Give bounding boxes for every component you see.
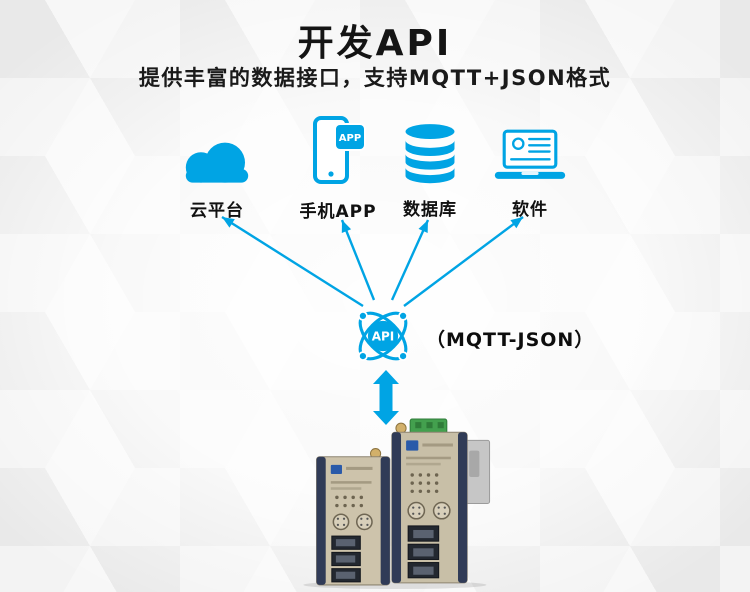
node-label-mobile-app: 手机APP — [299, 202, 377, 222]
cloud-icon — [185, 142, 249, 183]
phone-app-icon: APP — [313, 116, 366, 184]
arrow-line-database — [390, 219, 430, 301]
node-software: 软件 — [482, 126, 578, 220]
database-icon — [405, 124, 455, 184]
api-hub-label: API — [372, 329, 395, 343]
node-label-cloud: 云平台 — [190, 201, 244, 221]
arrow-line-software — [403, 216, 524, 307]
gateway-device-left — [316, 448, 391, 586]
page-title: 开发API — [297, 23, 453, 64]
api-hub-icon: API — [358, 311, 408, 361]
app-badge-label: APP — [339, 133, 361, 144]
node-cloud-platform: 云平台 — [169, 133, 265, 221]
gateway-devices-illustration — [303, 418, 491, 589]
hub-annotation: （MQTT-JSON） — [426, 329, 595, 351]
ethernet-ports-right — [407, 525, 440, 579]
node-label-database: 数据库 — [403, 200, 457, 220]
node-database: 数据库 — [382, 120, 478, 220]
gateway-device-right — [391, 418, 491, 584]
laptop-icon — [494, 129, 566, 179]
arrow-line-phone — [340, 219, 376, 301]
arrow-line-cloud — [221, 215, 364, 308]
node-mobile-app: APP 手机APP — [290, 112, 386, 222]
page-subtitle: 提供丰富的数据接口，支持MQTT+JSON格式 — [138, 66, 612, 90]
arrow-lines — [221, 215, 524, 308]
ethernet-ports-left — [331, 535, 361, 583]
node-label-software: 软件 — [512, 200, 548, 220]
